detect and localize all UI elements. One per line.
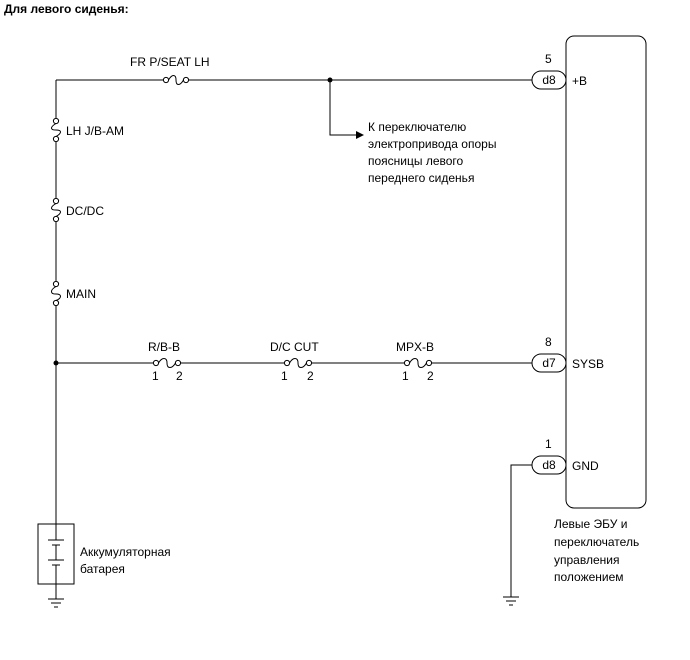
connector-pin-plus-b: 5 (545, 52, 552, 66)
fuse-rb-b (152, 358, 182, 368)
ecu-label-line-3: управления (554, 553, 619, 567)
fuse-dcdc (51, 197, 61, 223)
fuse-pin-dc-cut-2: 2 (307, 369, 314, 383)
battery-icon (37, 523, 75, 585)
connector-id-sysb: d7 (542, 356, 556, 370)
fuse-pin-rb-b-2: 2 (176, 369, 183, 383)
fuse-label-dcdc: DC/DC (66, 204, 104, 218)
connector-pin-sysb: 8 (545, 335, 552, 349)
connector-signal-plus-b: +B (572, 74, 587, 88)
connector-sysb: d7 8 SYSB (531, 335, 604, 373)
ground-icon-left (48, 598, 64, 608)
ecu-label-line-1: Левые ЭБУ и (554, 517, 627, 531)
branch-arrow-icon (356, 131, 364, 139)
fuse-label-main: MAIN (66, 287, 96, 301)
connector-pin-gnd: 1 (545, 437, 552, 451)
wire-gnd (510, 464, 532, 597)
connector-signal-sysb: SYSB (572, 357, 604, 371)
fuse-main (51, 280, 61, 307)
branch-note-line-4: переднего сиденья (368, 171, 474, 185)
fuse-label-fr-pseat-lh: FR P/SEAT LH (130, 55, 210, 69)
connector-id-gnd: d8 (542, 458, 556, 472)
branch-note-line-1: К переключателю (368, 120, 466, 134)
fuse-label-dc-cut: D/C CUT (270, 340, 319, 354)
fuse-label-rb-b: R/B-B (148, 340, 180, 354)
fuse-pin-rb-b-1: 1 (152, 369, 159, 383)
branch-note-line-3: поясницы левого (368, 154, 464, 168)
fuse-label-lh-jb-am: LH J/B-AM (66, 124, 124, 138)
connector-plus-b: d8 5 +B (531, 52, 587, 90)
branch-note-line-2: электропривода опоры (368, 137, 496, 151)
ecu-label-line-2: переключатель (554, 535, 639, 549)
fuse-lh-jb-am (51, 117, 61, 143)
ground-icon-right (503, 596, 519, 606)
fuse-pin-mpx-b-2: 2 (427, 369, 434, 383)
connector-id-plus-b: d8 (542, 73, 556, 87)
wire-branch (329, 80, 356, 136)
diagram-title: Для левого сиденья: (4, 2, 129, 16)
fuse-pin-mpx-b-1: 1 (402, 369, 409, 383)
connector-signal-gnd: GND (572, 459, 599, 473)
battery-label-line-1: Аккумуляторная (80, 545, 171, 559)
ecu-box (565, 35, 647, 509)
fuse-pin-dc-cut-1: 1 (281, 369, 288, 383)
fuse-label-mpx-b: MPX-B (396, 340, 434, 354)
fuse-fr-pseat-lh (162, 75, 190, 85)
connector-gnd: d8 1 GND (531, 437, 599, 475)
fuse-mpx-b (403, 358, 433, 368)
ecu-label-line-4: положением (554, 570, 624, 584)
fuse-dc-cut (283, 358, 313, 368)
battery-label-line-2: батарея (80, 562, 125, 576)
